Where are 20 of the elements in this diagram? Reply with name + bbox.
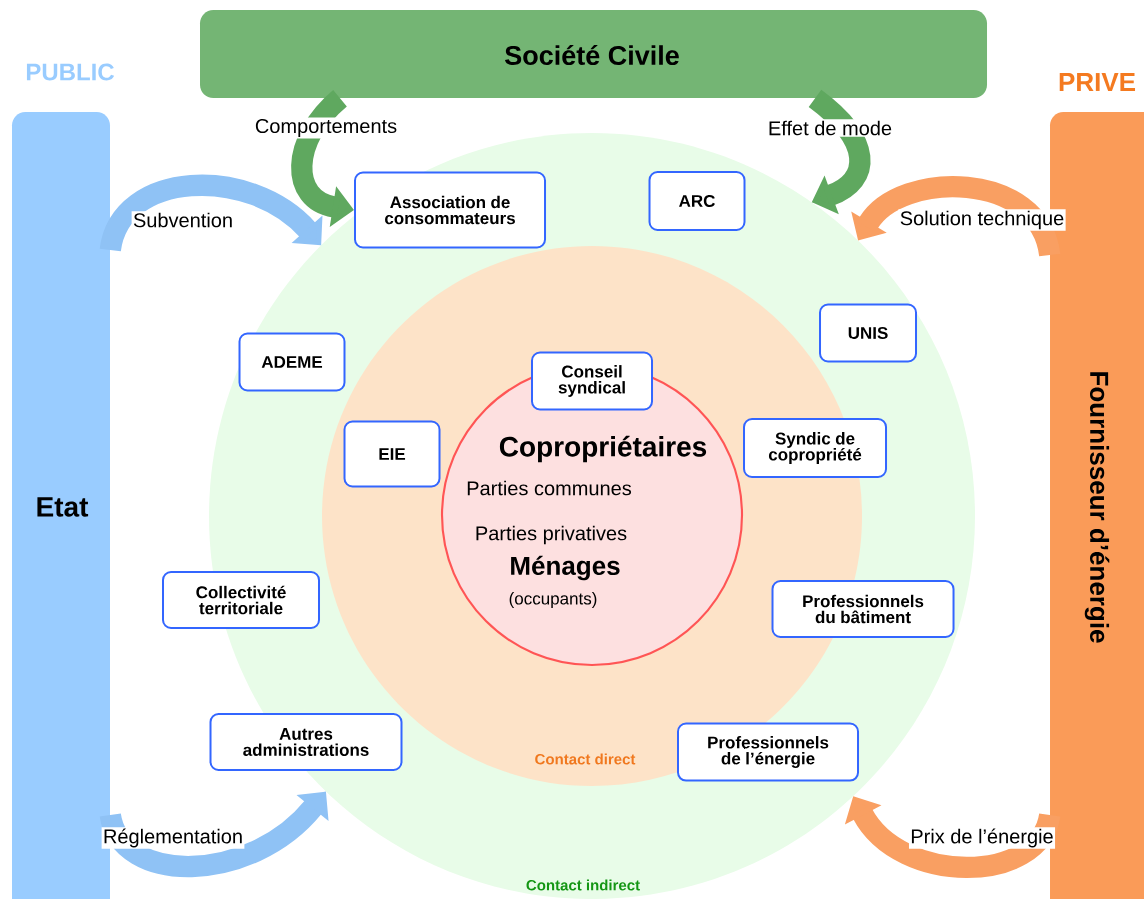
actor-box: ADEME (238, 332, 346, 392)
node-label: PRIVE (1059, 73, 1136, 91)
edge-label: Prix de l’énergie (909, 827, 1056, 849)
top-band: Société Civile (200, 10, 987, 98)
actor-box: Association de consommateurs (354, 171, 546, 249)
actor-box: Autres administrations (209, 713, 403, 771)
actor-box: Professionnels du bâtiment (771, 580, 955, 638)
edge-label: Comportements (253, 117, 399, 139)
edge-label: Subvention (131, 211, 235, 229)
edge-label: Effet de mode (766, 119, 894, 137)
actor-box: Conseil syndical (531, 351, 653, 411)
node-label: PUBLIC (26, 63, 115, 81)
actor-box: EIE (343, 420, 441, 488)
actor-box: ARC (648, 171, 746, 231)
actor-box: UNIS (819, 303, 917, 363)
edge-label: Réglementation (101, 827, 245, 849)
actor-box: Collectivité territoriale (162, 571, 320, 629)
edge-label: Solution technique (898, 209, 1066, 231)
actor-box: Professionnels de l’énergie (677, 722, 859, 782)
actor-box: Syndic de copropriété (743, 418, 887, 478)
